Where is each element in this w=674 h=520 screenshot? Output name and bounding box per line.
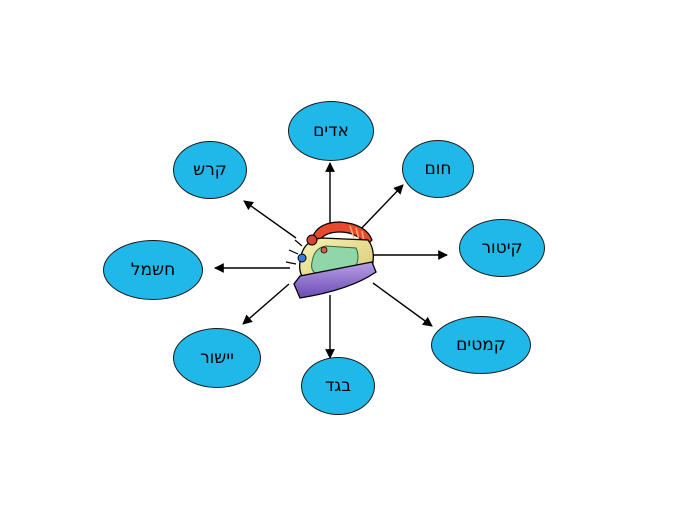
node-yishur[interactable]: יישור <box>173 328 261 388</box>
node-yishur-label: יישור <box>200 348 234 368</box>
arrow-to-kmatim <box>372 282 433 327</box>
node-kitor-label: קיטור <box>481 238 523 258</box>
node-chom[interactable]: חום <box>402 140 474 198</box>
node-beged-label: בגד <box>324 376 352 396</box>
clothes-iron-icon <box>285 221 377 299</box>
node-kerash-label: קרש <box>193 160 227 180</box>
node-chashmal[interactable]: חשמל <box>103 240 203 300</box>
node-adam-label: אדים <box>313 121 349 141</box>
node-chom-label: חום <box>424 159 452 179</box>
arrows <box>214 162 448 359</box>
arrow-to-kerash <box>243 200 297 239</box>
arrow-to-chom <box>357 184 404 233</box>
node-kmatim-label: קמטים <box>456 335 506 355</box>
node-kitor[interactable]: קיטור <box>459 219 545 277</box>
node-beged[interactable]: בגד <box>301 357 375 415</box>
node-adam[interactable]: אדים <box>288 101 374 161</box>
node-kerash[interactable]: קרש <box>173 141 247 199</box>
node-kmatim[interactable]: קמטים <box>431 316 531 374</box>
node-chashmal-label: חשמל <box>130 260 176 280</box>
arrow-to-yishur <box>242 283 290 325</box>
